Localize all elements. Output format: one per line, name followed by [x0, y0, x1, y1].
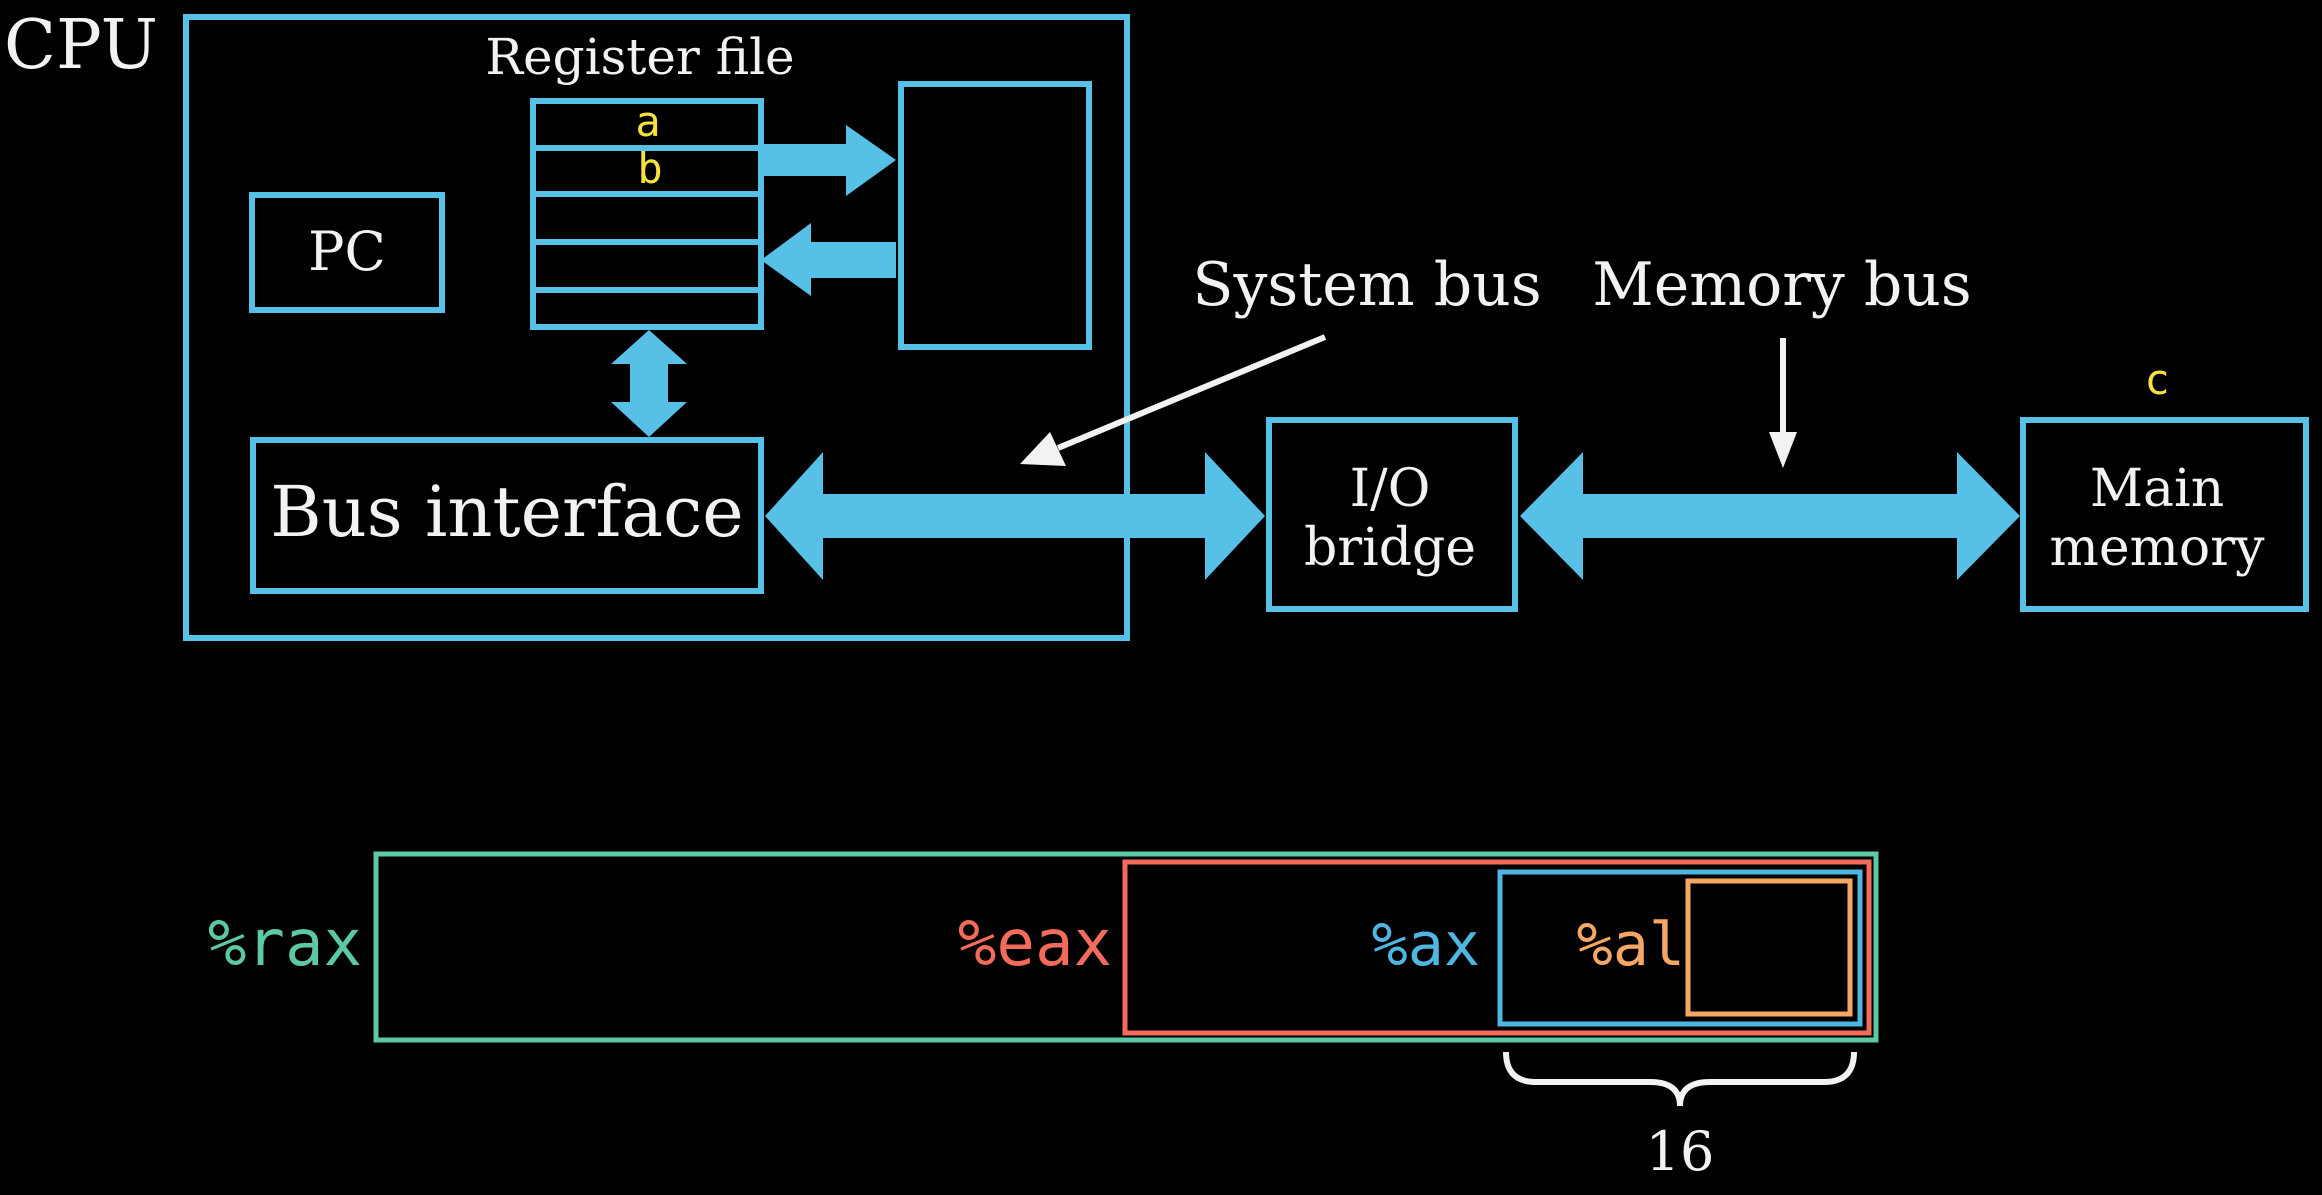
system-bus-pointer-head — [1020, 432, 1066, 466]
rax-box — [373, 851, 1879, 1043]
memory-bus-pointer-head — [1769, 432, 1797, 468]
pc-box — [249, 192, 445, 313]
register-bus-interface-arrow — [611, 330, 687, 437]
ax-box — [1497, 869, 1863, 1027]
al-box — [1685, 878, 1853, 1017]
io-bridge-box — [1266, 417, 1518, 612]
eax-label: %eax — [958, 907, 1112, 981]
system-bus-pointer-line — [1056, 334, 1327, 451]
register-value-b: b — [637, 144, 662, 193]
register-file-box — [530, 98, 764, 330]
main-memory-label-line2: memory — [2050, 518, 2266, 578]
rax-label: %rax — [208, 907, 362, 981]
memory-bus-arrow — [1520, 452, 2020, 580]
register-file: a b — [530, 97, 764, 330]
register-file-label: Register file — [485, 28, 794, 86]
bus-interface-label: Bus interface — [270, 471, 743, 553]
cpu-label: CPU — [4, 6, 158, 85]
bus-interface-box — [250, 437, 764, 594]
al-label: %al — [1577, 910, 1685, 980]
ax-label: %ax — [1372, 910, 1480, 980]
system-bus-label: System bus — [1192, 250, 1541, 320]
io-bridge-label-line2: bridge — [1304, 518, 1476, 578]
alu-box — [898, 81, 1092, 350]
register-value-a: a — [635, 97, 660, 146]
main-memory-label-line1: Main — [2090, 459, 2224, 519]
cpu-box — [183, 14, 1130, 641]
main-memory-box — [2020, 417, 2309, 612]
system-bus-arrow — [765, 452, 1265, 580]
eax-box — [1122, 859, 1872, 1036]
register-to-alu-arrow — [761, 125, 896, 196]
alu-to-register-arrow — [761, 223, 896, 296]
pc-label: PC — [308, 220, 386, 283]
memory-variable-c: c — [2144, 355, 2169, 404]
io-bridge-label-line1: I/O — [1350, 459, 1431, 519]
brace-label: 16 — [1646, 1120, 1715, 1183]
memory-bus-label: Memory bus — [1592, 250, 1971, 320]
register-width-diagram: %rax %eax %ax %al 16 — [208, 851, 1879, 1183]
ax-width-brace — [1503, 1051, 1857, 1107]
